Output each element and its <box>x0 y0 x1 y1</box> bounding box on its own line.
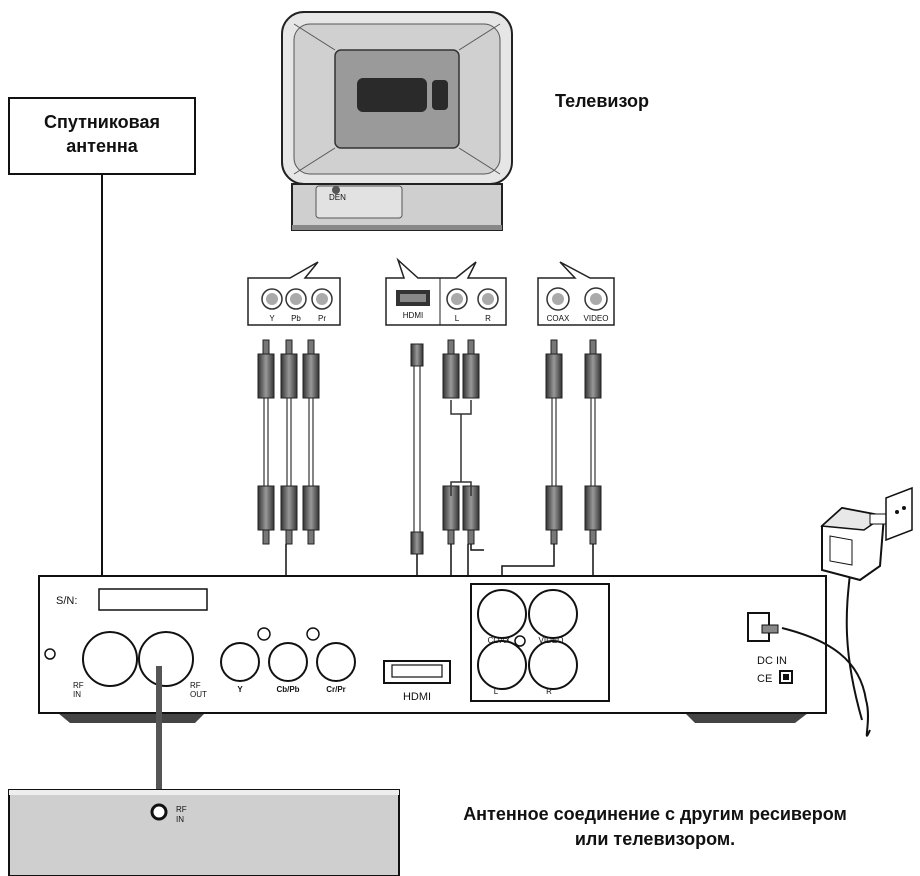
tv-hdmi-audio-bubble: HDMI L R <box>385 257 507 326</box>
rf-out-label-2: OUT <box>190 690 207 699</box>
audio-r-label: R <box>546 687 552 696</box>
video-cable <box>584 339 602 545</box>
tv-r-label: R <box>485 314 491 323</box>
caption-line-1: Антенное соединение с другим ресивером <box>463 804 847 824</box>
cb-pb-port-label: Cb/Pb <box>276 685 299 694</box>
cable-group <box>257 339 602 545</box>
satellite-antenna-label-2: антенна <box>66 136 138 156</box>
satellite-antenna-box: Спутниковая антенна <box>8 97 196 175</box>
component-y-cable <box>257 339 275 545</box>
receiver-back-panel: S/N: RF IN RF OUT Y Cb/Pb Cr/Pr HDMI COA… <box>38 575 827 723</box>
component-pr-cable <box>302 339 320 545</box>
ce-mark: CE <box>757 673 772 685</box>
dc-in-label: DC IN <box>757 655 787 667</box>
coax-cable <box>545 339 563 545</box>
audio-r-cable <box>462 339 480 545</box>
tv-video-label: VIDEO <box>584 314 609 323</box>
component-pb-cable <box>280 339 298 545</box>
tv-pb-label: Pb <box>291 314 301 323</box>
tv-video-bubble: COAX VIDEO <box>537 261 615 326</box>
tv-label: Телевизор <box>555 91 649 111</box>
tv-pr-label: Pr <box>318 314 326 323</box>
other-rf-in-label-1: RF <box>176 805 187 814</box>
power-adapter <box>781 486 913 737</box>
audio-l-cable <box>442 339 460 545</box>
hdmi-port-label: HDMI <box>403 691 431 703</box>
tv-hdmi-label: HDMI <box>403 311 423 320</box>
audio-cable-junction <box>450 400 472 496</box>
tv-component-bubble: Y Pb Pr <box>247 261 341 326</box>
tv-coax-label: COAX <box>547 314 570 323</box>
coax-port-label: COAX <box>488 636 511 645</box>
y-port-label: Y <box>237 685 243 694</box>
tv-l-label: L <box>455 314 460 323</box>
satellite-antenna-label-1: Спутниковая <box>44 112 160 132</box>
sn-label: S/N: <box>56 595 77 607</box>
tv-y-label: Y <box>269 314 275 323</box>
cr-pr-port-label: Cr/Pr <box>326 685 346 694</box>
rf-in-label-1: RF <box>73 681 84 690</box>
rf-out-label-1: RF <box>190 681 201 690</box>
other-rf-in-label-2: IN <box>176 815 184 824</box>
audio-l-label: L <box>494 687 499 696</box>
svg-text:DEN: DEN <box>329 193 346 202</box>
video-port-label: VIDEO <box>539 636 564 645</box>
tv-illustration: DEN <box>281 11 513 231</box>
rf-in-label-2: IN <box>73 690 81 699</box>
caption-line-2: или телевизором. <box>575 829 735 849</box>
other-receiver: RF IN <box>8 789 400 876</box>
